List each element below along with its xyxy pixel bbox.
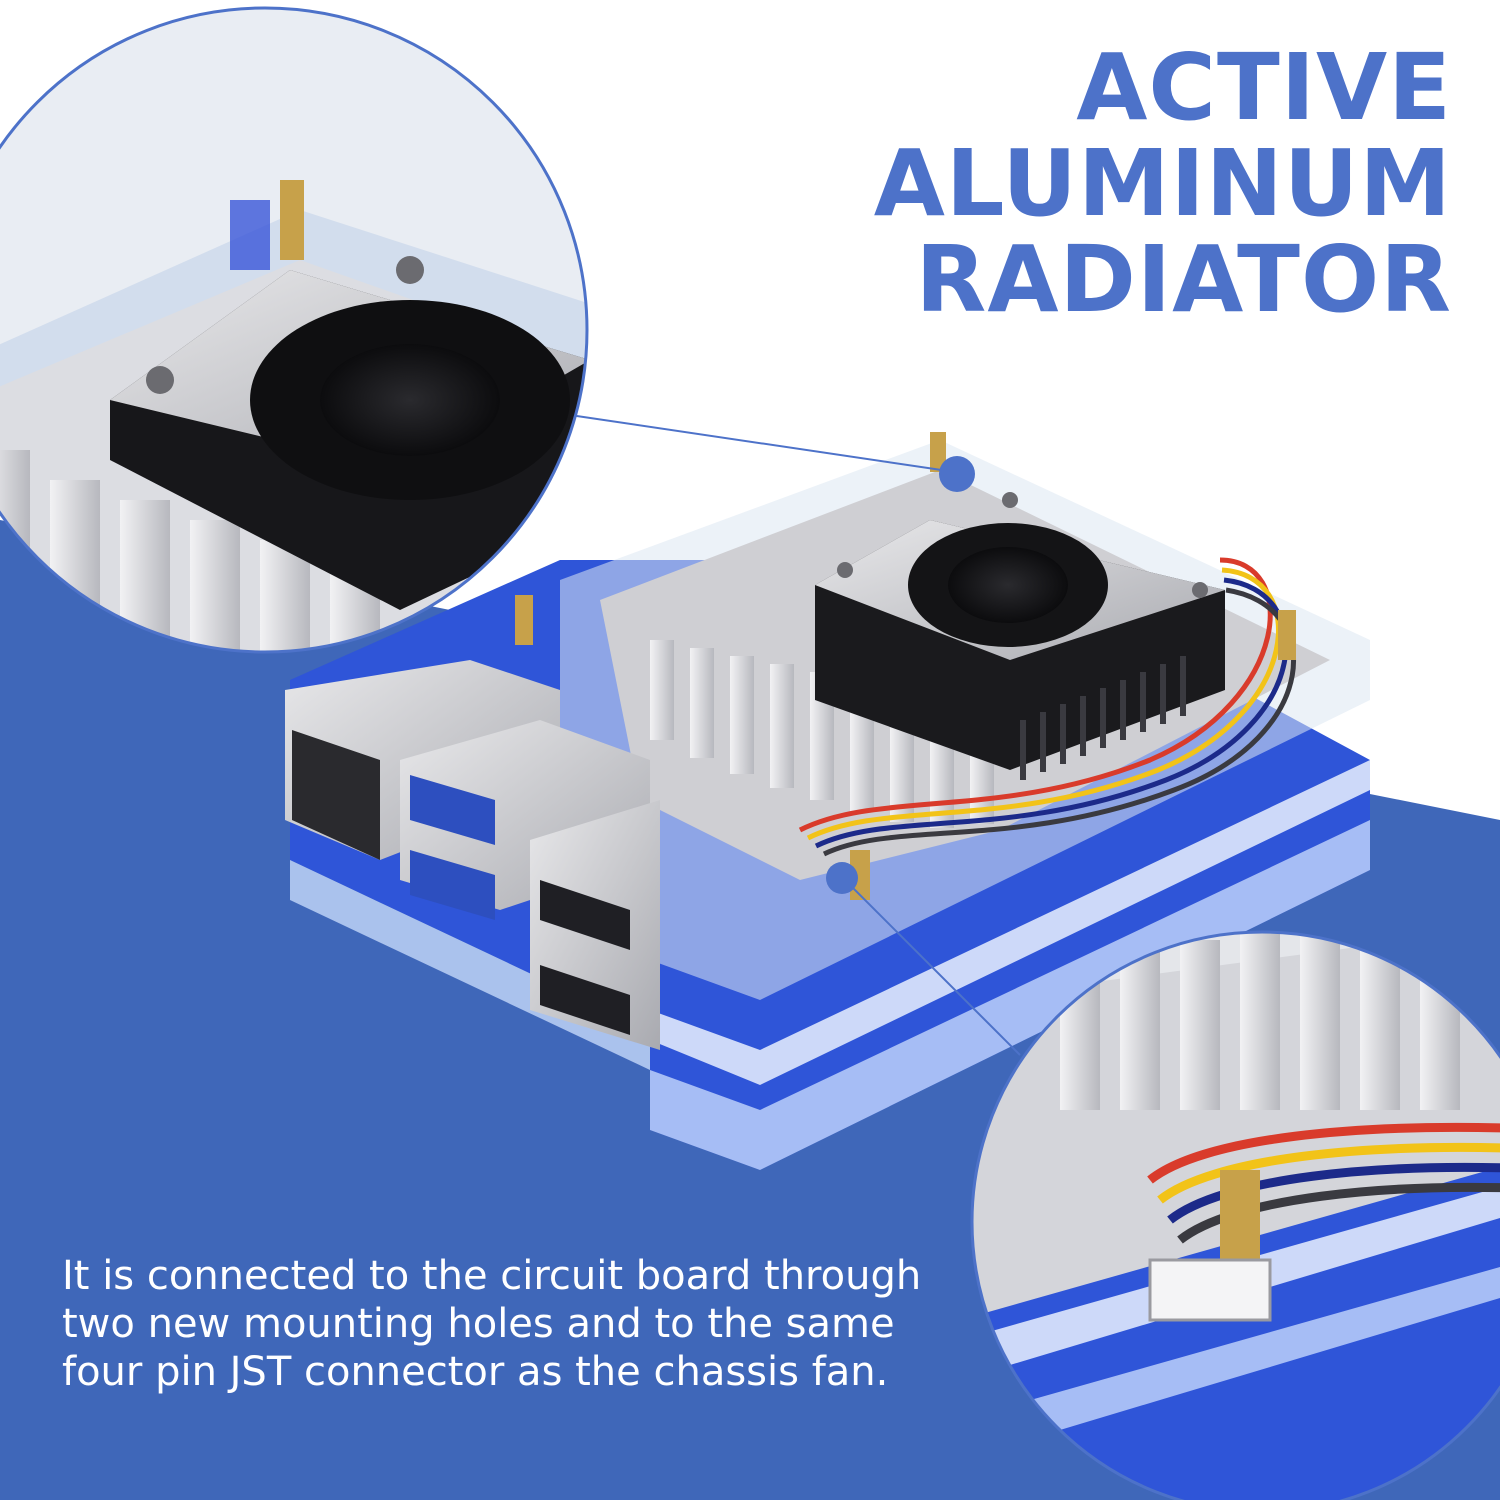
headline: ACTIVE ALUMINUM RADIATOR	[552, 40, 1452, 328]
callout-dot-connector	[826, 862, 858, 894]
caption-line-2: two new mounting holes and to the same	[62, 1301, 895, 1347]
fan-zoom-inset	[0, 6, 589, 654]
caption: It is connected to the circuit board thr…	[62, 1252, 942, 1396]
usb-ports	[400, 720, 660, 1050]
callout-leader-lines	[569, 414, 1021, 1056]
caption-line-3: four pin JST connector as the chassis fa…	[62, 1349, 889, 1395]
headline-line-2: RADIATOR	[915, 226, 1452, 333]
gpio-header	[1020, 656, 1186, 780]
caption-line-1: It is connected to the circuit board thr…	[62, 1253, 922, 1299]
callout-dot-fan	[939, 456, 975, 492]
connector-zoom-inset	[970, 930, 1500, 1500]
brass-standoffs	[515, 432, 1296, 900]
headline-line-1: ACTIVE ALUMINUM	[873, 34, 1452, 237]
raspberry-pi-case	[285, 432, 1370, 1170]
